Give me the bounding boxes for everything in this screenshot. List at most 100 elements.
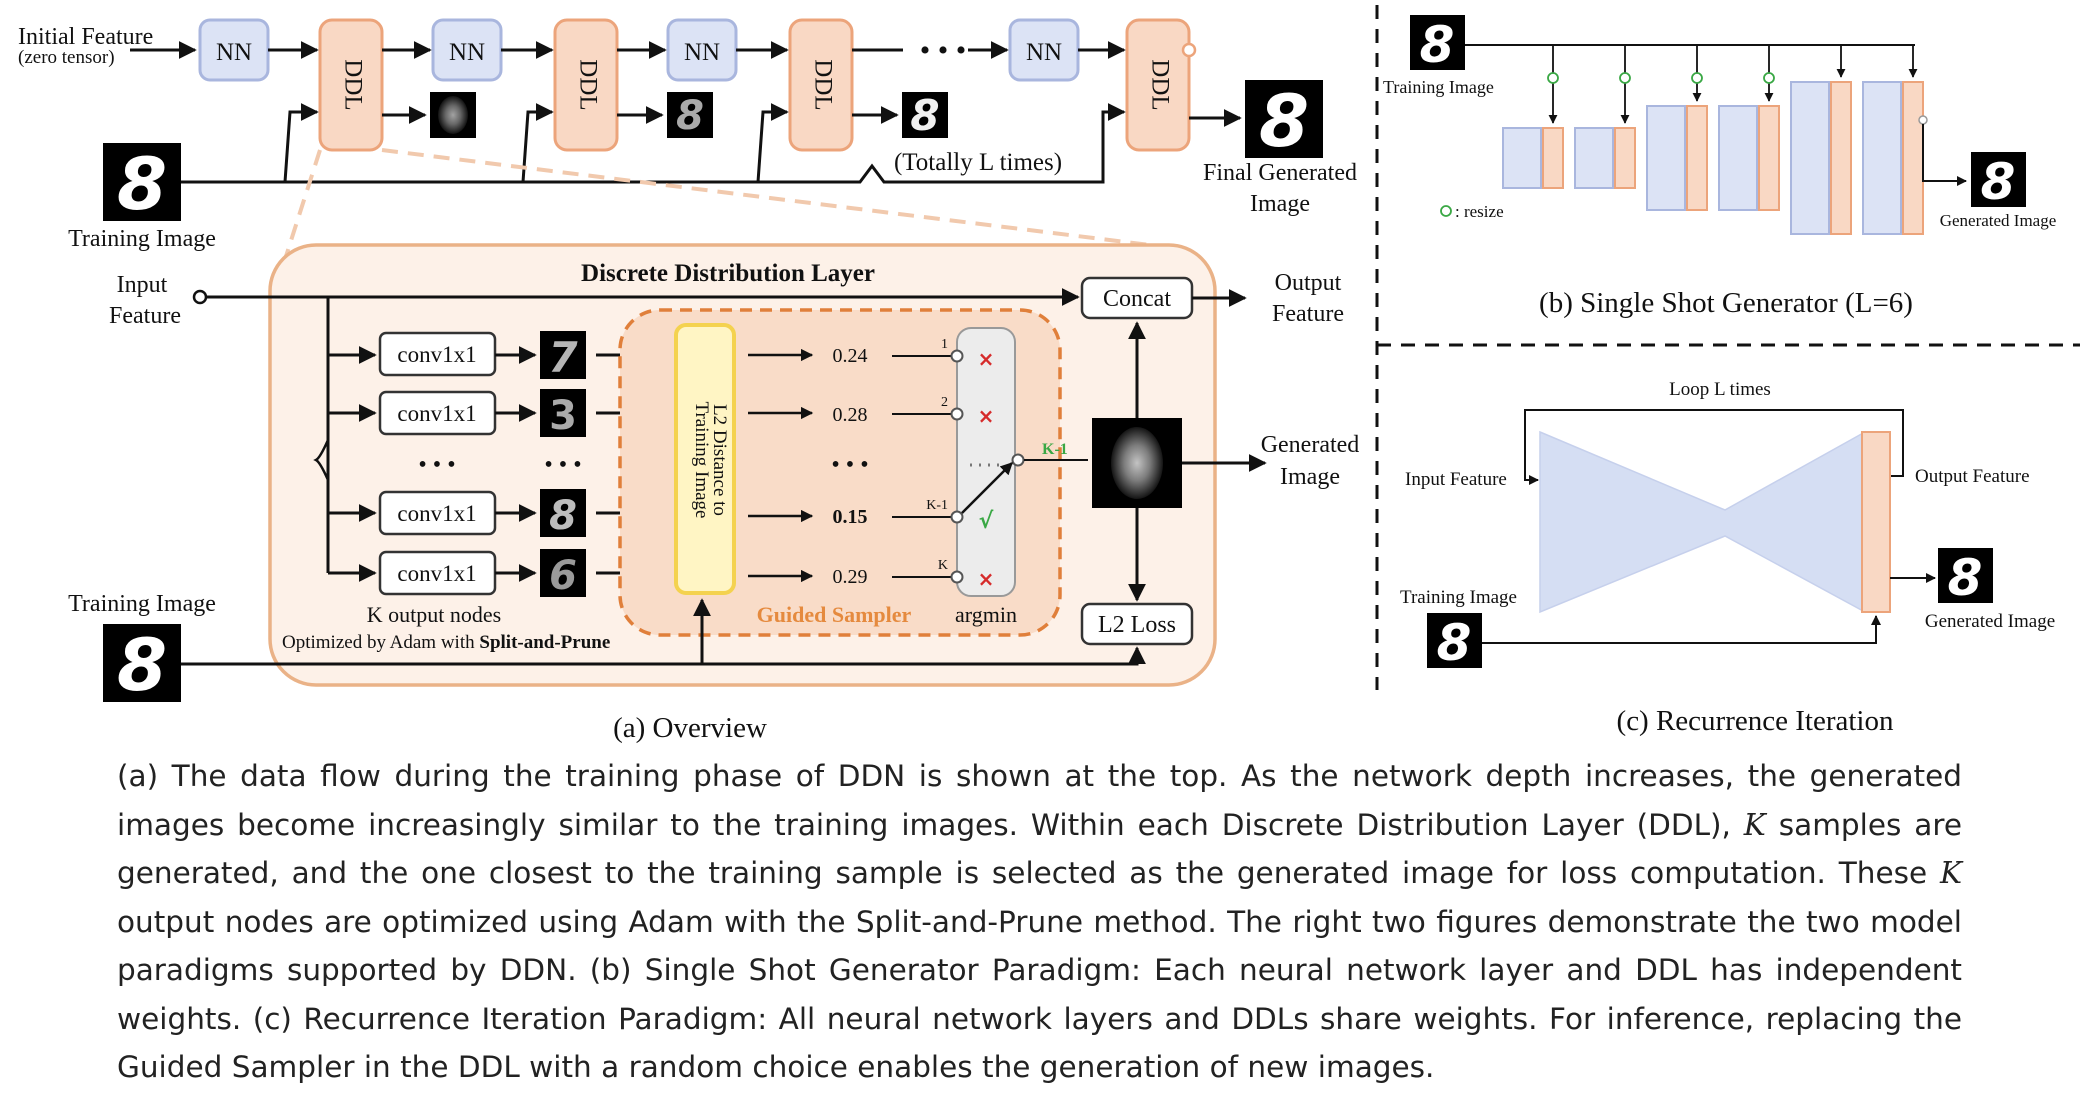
figure-caption: (a) The data flow during the training ph… bbox=[117, 752, 1962, 1092]
optimized-label: Optimized by Adam with Split-and-Prune bbox=[282, 632, 610, 653]
panel-a-label: (a) Overview bbox=[613, 712, 767, 744]
recurrence-generated-image: 8 bbox=[1938, 548, 1993, 607]
input-feature-label-2: Feature bbox=[109, 303, 181, 329]
svg-text:7: 7 bbox=[548, 333, 578, 382]
svg-text:8: 8 bbox=[1948, 549, 1983, 607]
generated-sample-image bbox=[1092, 418, 1182, 508]
svg-text:8: 8 bbox=[1437, 614, 1472, 672]
nn-label-3: NN bbox=[684, 39, 720, 66]
chain-ellipsis: • • • bbox=[920, 34, 967, 67]
nn-label-1: NN bbox=[216, 39, 252, 66]
output-feature-label-1: Output bbox=[1275, 270, 1342, 296]
svg-text:8: 8 bbox=[1420, 16, 1455, 74]
final-generated-label-1: Final Generated bbox=[1203, 160, 1357, 186]
recurrence-panel: Loop L times Input Feature Output Featur… bbox=[1400, 379, 2055, 737]
ddl-detail: Discrete Distribution Layer Input Featur… bbox=[68, 243, 1360, 744]
training-image-bottom: 8 bbox=[103, 623, 181, 707]
single-shot-training-label: Training Image bbox=[1383, 77, 1494, 97]
initial-feature-label: Initial Feature bbox=[18, 24, 153, 50]
recurrence-output-label: Output Feature bbox=[1915, 466, 2030, 487]
conv-label-4: conv1x1 bbox=[397, 561, 476, 586]
select-check: √ bbox=[979, 509, 994, 534]
caption-k-symbol-2: K bbox=[1939, 856, 1962, 890]
svg-text:6: 6 bbox=[549, 553, 577, 599]
ddn-figure: Initial Feature (zero tensor) NN NN NN N… bbox=[18, 5, 2080, 744]
ddl-block-1 bbox=[318, 18, 384, 152]
svg-text:8: 8 bbox=[676, 93, 704, 139]
svg-text:8: 8 bbox=[1981, 153, 2016, 211]
training-image-top-label: Training Image bbox=[68, 226, 216, 252]
sample-image-2: 3 bbox=[540, 389, 586, 439]
training-image-top: 8 bbox=[103, 142, 181, 226]
resize-legend-label: : resize bbox=[1455, 202, 1504, 221]
totally-l-times-label: (Totally L times) bbox=[894, 149, 1062, 176]
caption-part-2: samples are generated, and the one close… bbox=[117, 807, 1962, 891]
selected-index-label: K-1 bbox=[1042, 441, 1068, 458]
single-shot-generated-image: 8 bbox=[1971, 152, 2026, 211]
generated-image-label-1: Generated bbox=[1261, 432, 1360, 458]
ddl-1-output-image bbox=[430, 92, 476, 138]
recurrence-input-label: Input Feature bbox=[1405, 469, 1507, 490]
score-k: 0.29 bbox=[833, 566, 868, 588]
svg-text:8: 8 bbox=[910, 91, 939, 140]
recurrence-ddl-block bbox=[1861, 431, 1891, 613]
panel-c-label: (c) Recurrence Iteration bbox=[1617, 705, 1894, 737]
l2-loss-label: L2 Loss bbox=[1098, 612, 1176, 638]
index-label-2: 2 bbox=[941, 395, 948, 410]
conv-ellipsis: • • • bbox=[418, 452, 455, 478]
l2-distance-box bbox=[674, 323, 736, 595]
caption-part-1: (a) The data flow during the training ph… bbox=[117, 759, 1962, 842]
loop-l-times-label: Loop L times bbox=[1669, 379, 1771, 400]
zero-tensor-label: (zero tensor) bbox=[18, 47, 115, 68]
score-ellipsis: • • • bbox=[831, 452, 868, 478]
ddl-block-3 bbox=[788, 18, 854, 152]
l2-loss-block bbox=[1080, 602, 1194, 646]
sample-ellipsis: • • • bbox=[544, 452, 581, 478]
caption-k-symbol-1: K bbox=[1743, 807, 1766, 842]
svg-text:8: 8 bbox=[549, 493, 577, 539]
single-shot-training-image: 8 bbox=[1410, 15, 1465, 74]
recurrence-training-label: Training Image bbox=[1400, 587, 1517, 608]
reject-mark-2: × bbox=[978, 404, 995, 428]
ddl-label-4: DDL bbox=[1146, 59, 1173, 110]
recurrence-generated-label: Generated Image bbox=[1925, 611, 2055, 632]
ddl-block-4 bbox=[1125, 18, 1191, 152]
score-2: 0.28 bbox=[833, 404, 868, 426]
ddl-label-1: DDL bbox=[339, 59, 366, 110]
overview-top-chain: Initial Feature (zero tensor) NN NN NN N… bbox=[18, 18, 1357, 301]
svg-text:8: 8 bbox=[117, 623, 167, 707]
recurrence-training-image: 8 bbox=[1427, 613, 1482, 672]
guided-sampler-label: Guided Sampler bbox=[757, 602, 912, 627]
svg-text:3: 3 bbox=[549, 393, 577, 439]
sample-image-k-1: 8 bbox=[540, 489, 586, 539]
panel-b-label: (b) Single Shot Generator (L=6) bbox=[1539, 287, 1913, 319]
conv-label-3: conv1x1 bbox=[397, 501, 476, 526]
ddl-2-output-image: 8 bbox=[667, 92, 713, 139]
final-generated-image: 8 bbox=[1245, 79, 1323, 163]
reject-mark-1: × bbox=[978, 347, 995, 371]
conv-label-1: conv1x1 bbox=[397, 342, 476, 367]
index-label-1: 1 bbox=[941, 337, 948, 352]
l2-distance-label-2: Training Image bbox=[691, 402, 712, 519]
training-image-bottom-label: Training Image bbox=[68, 591, 216, 617]
index-label-k: K bbox=[938, 558, 948, 573]
argmin-label: argmin bbox=[955, 602, 1017, 627]
svg-text:8: 8 bbox=[1259, 79, 1309, 163]
k-output-nodes-label: K output nodes bbox=[367, 602, 501, 627]
output-feature-label-2: Feature bbox=[1272, 301, 1344, 327]
reject-mark-k: × bbox=[978, 567, 995, 591]
ddl-label-3: DDL bbox=[809, 59, 836, 110]
generated-image-label-2: Image bbox=[1280, 464, 1340, 490]
ddl-block-2 bbox=[553, 18, 619, 152]
ddl-label-2: DDL bbox=[574, 59, 601, 110]
single-shot-generated-label: Generated Image bbox=[1940, 211, 2057, 230]
ddl-3-output-image: 8 bbox=[902, 91, 948, 140]
conv-label-2: conv1x1 bbox=[397, 401, 476, 426]
score-1: 0.24 bbox=[833, 345, 868, 367]
final-generated-label-2: Image bbox=[1250, 191, 1310, 217]
index-label-k-1: K-1 bbox=[926, 498, 948, 513]
sample-image-1: 7 bbox=[540, 331, 586, 382]
sample-image-k: 6 bbox=[540, 549, 586, 599]
nn-label-4: NN bbox=[1026, 39, 1062, 66]
caption-part-3: output nodes are optimized using Adam wi… bbox=[117, 904, 1962, 1085]
